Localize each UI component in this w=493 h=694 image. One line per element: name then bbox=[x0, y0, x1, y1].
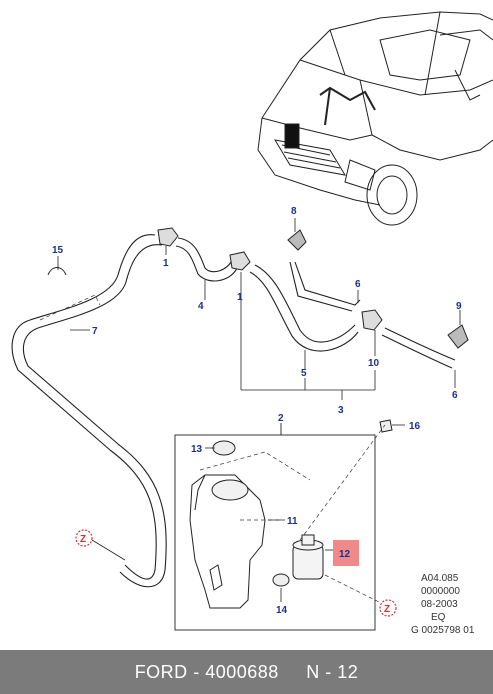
ref-line-5: G 0025798 01 bbox=[411, 625, 475, 636]
callout-5: 5 bbox=[301, 368, 307, 379]
ref-line-3: 08-2003 bbox=[421, 599, 458, 610]
z-marker-right: Z bbox=[379, 599, 397, 617]
ref-line-4: EQ bbox=[431, 612, 446, 623]
callout-7: 7 bbox=[92, 326, 98, 337]
washer-reservoir bbox=[189, 474, 266, 609]
callout-6-lower: 6 bbox=[452, 390, 458, 401]
washer-jet-left bbox=[287, 229, 307, 251]
callout-4: 4 bbox=[198, 301, 204, 312]
guide-lines bbox=[39, 294, 386, 606]
leader-lines bbox=[57, 218, 461, 602]
callout-12: 12 bbox=[339, 549, 351, 560]
z-marker-left-label: Z bbox=[80, 534, 86, 545]
callout-15: 15 bbox=[52, 245, 64, 256]
part-info-footer: FORD - 4000688 N - 12 bbox=[0, 650, 493, 694]
footer-brand: FORD bbox=[134, 661, 188, 682]
callout-3: 3 bbox=[338, 405, 344, 416]
reference-block: A04.085 0000000 08-2003 EQ G 0025798 01 bbox=[411, 573, 475, 636]
z-marker-right-label: Z bbox=[384, 604, 390, 615]
retaining-clip bbox=[379, 419, 393, 433]
parts-diagram: 1 1 2 3 4 5 6 6 7 8 9 10 11 12 13 14 15 … bbox=[11, 11, 493, 636]
footer-part-number: 4000688 bbox=[205, 661, 279, 682]
tee-connector-middle bbox=[229, 251, 251, 271]
callout-1-upper: 1 bbox=[163, 258, 169, 269]
reservoir-cap bbox=[212, 440, 236, 456]
reservoir-group-box bbox=[174, 423, 376, 631]
ref-line-1: A04.085 bbox=[421, 573, 459, 584]
callout-8: 8 bbox=[291, 206, 297, 217]
callout-1-lower: 1 bbox=[237, 292, 243, 303]
callout-14: 14 bbox=[276, 605, 288, 616]
tee-connector-right bbox=[361, 309, 383, 331]
callout-16: 16 bbox=[409, 421, 421, 432]
callout-10: 10 bbox=[368, 358, 380, 369]
callout-6-upper: 6 bbox=[355, 279, 361, 290]
z-marker-left: Z bbox=[75, 529, 93, 547]
washer-pump bbox=[292, 534, 324, 580]
callout-9: 9 bbox=[456, 301, 462, 312]
washer-hoses bbox=[11, 234, 456, 588]
ref-line-2: 0000000 bbox=[421, 586, 460, 597]
callout-13: 13 bbox=[191, 444, 203, 455]
vehicle-illustration bbox=[257, 11, 493, 226]
hose-connectors bbox=[47, 227, 469, 349]
highlight-box-12 bbox=[333, 540, 359, 566]
tee-connector-upper bbox=[157, 227, 179, 247]
footer-separator: - bbox=[187, 661, 206, 682]
washer-jet-right bbox=[447, 324, 469, 349]
callout-2: 2 bbox=[278, 413, 284, 424]
hose-clip bbox=[47, 267, 67, 276]
callout-11: 11 bbox=[287, 516, 298, 527]
footer-position: N - 12 bbox=[306, 661, 359, 682]
pump-grommet bbox=[272, 573, 290, 587]
